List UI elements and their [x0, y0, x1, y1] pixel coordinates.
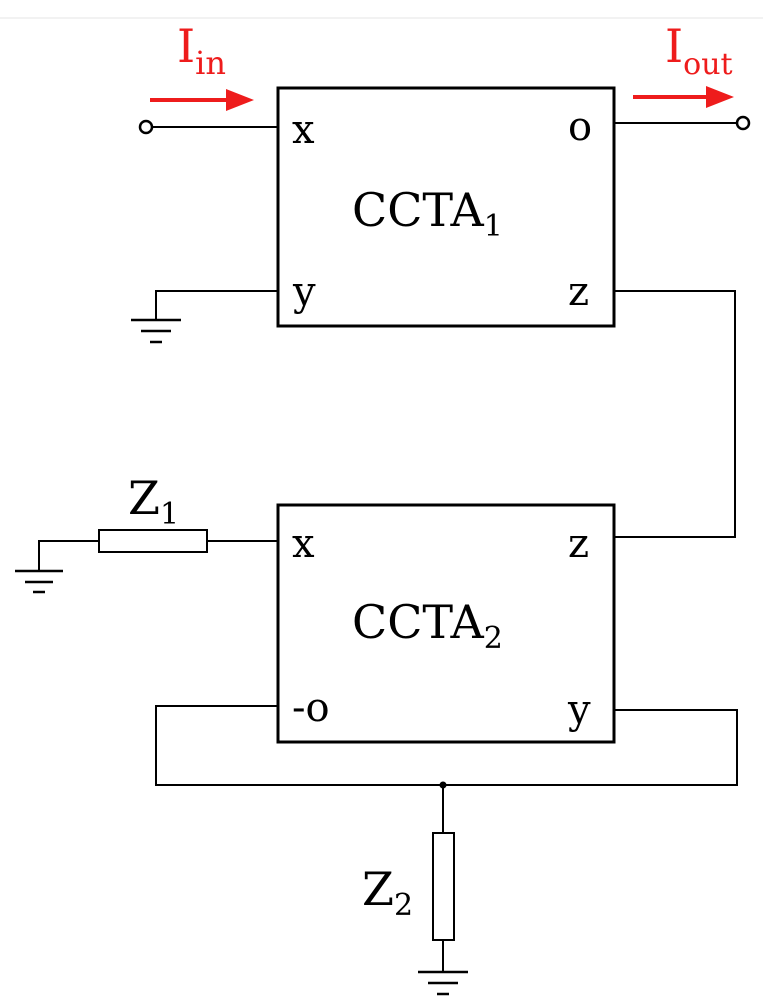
- ground-icon: [131, 318, 181, 344]
- z1-subscript: 1: [160, 497, 179, 532]
- z1-label: Z1: [128, 471, 179, 532]
- ccta2-name: CCTA: [352, 595, 485, 649]
- ccta2-port-neg-o: -o: [292, 685, 330, 731]
- input-current-symbol: I: [177, 19, 195, 73]
- wires: [38, 122, 738, 972]
- input-current-label: Iin: [177, 19, 226, 82]
- ccta1-name: CCTA: [352, 183, 485, 237]
- ccta1-label: CCTA1: [352, 183, 503, 244]
- output-current-arrow: [633, 86, 734, 108]
- ccta2-subscript: 2: [484, 621, 503, 656]
- input-current-arrow: [150, 89, 254, 111]
- ccta1-port-o: o: [568, 104, 592, 150]
- ccta2-port-z: z: [568, 521, 589, 567]
- z2-symbol: Z: [362, 862, 394, 916]
- ccta1-port-y: y: [292, 269, 316, 315]
- ccta2-port-y: y: [567, 687, 591, 733]
- ccta1-port-z: z: [568, 269, 589, 315]
- ccta1-port-x: x: [292, 107, 315, 153]
- ccta1-y-ground-wire: [155, 290, 277, 320]
- z2-label: Z2: [362, 862, 413, 923]
- ccta1-block: [276, 86, 616, 328]
- ccta2-port-x: x: [292, 521, 315, 567]
- output-current-subscript: out: [683, 47, 732, 82]
- ccta2-label: CCTA2: [352, 595, 503, 656]
- z1-resistor: [98, 529, 208, 553]
- ground-icon: [418, 970, 468, 996]
- z2-resistor: [432, 832, 455, 941]
- output-current-label: Iout: [665, 19, 733, 82]
- junction-dot: [439, 781, 447, 789]
- z-link-wire: [615, 290, 736, 538]
- ground-icon: [15, 569, 63, 594]
- output-terminal: [735, 115, 751, 131]
- input-terminal: [138, 119, 154, 135]
- output-current-symbol: I: [665, 19, 683, 73]
- input-current-subscript: in: [195, 44, 226, 82]
- z2-subscript: 2: [394, 888, 413, 923]
- ccta1-subscript: 1: [484, 209, 503, 244]
- ccta2-block: [276, 503, 616, 744]
- z1-ground-wire: [38, 540, 99, 571]
- z1-symbol: Z: [128, 471, 160, 525]
